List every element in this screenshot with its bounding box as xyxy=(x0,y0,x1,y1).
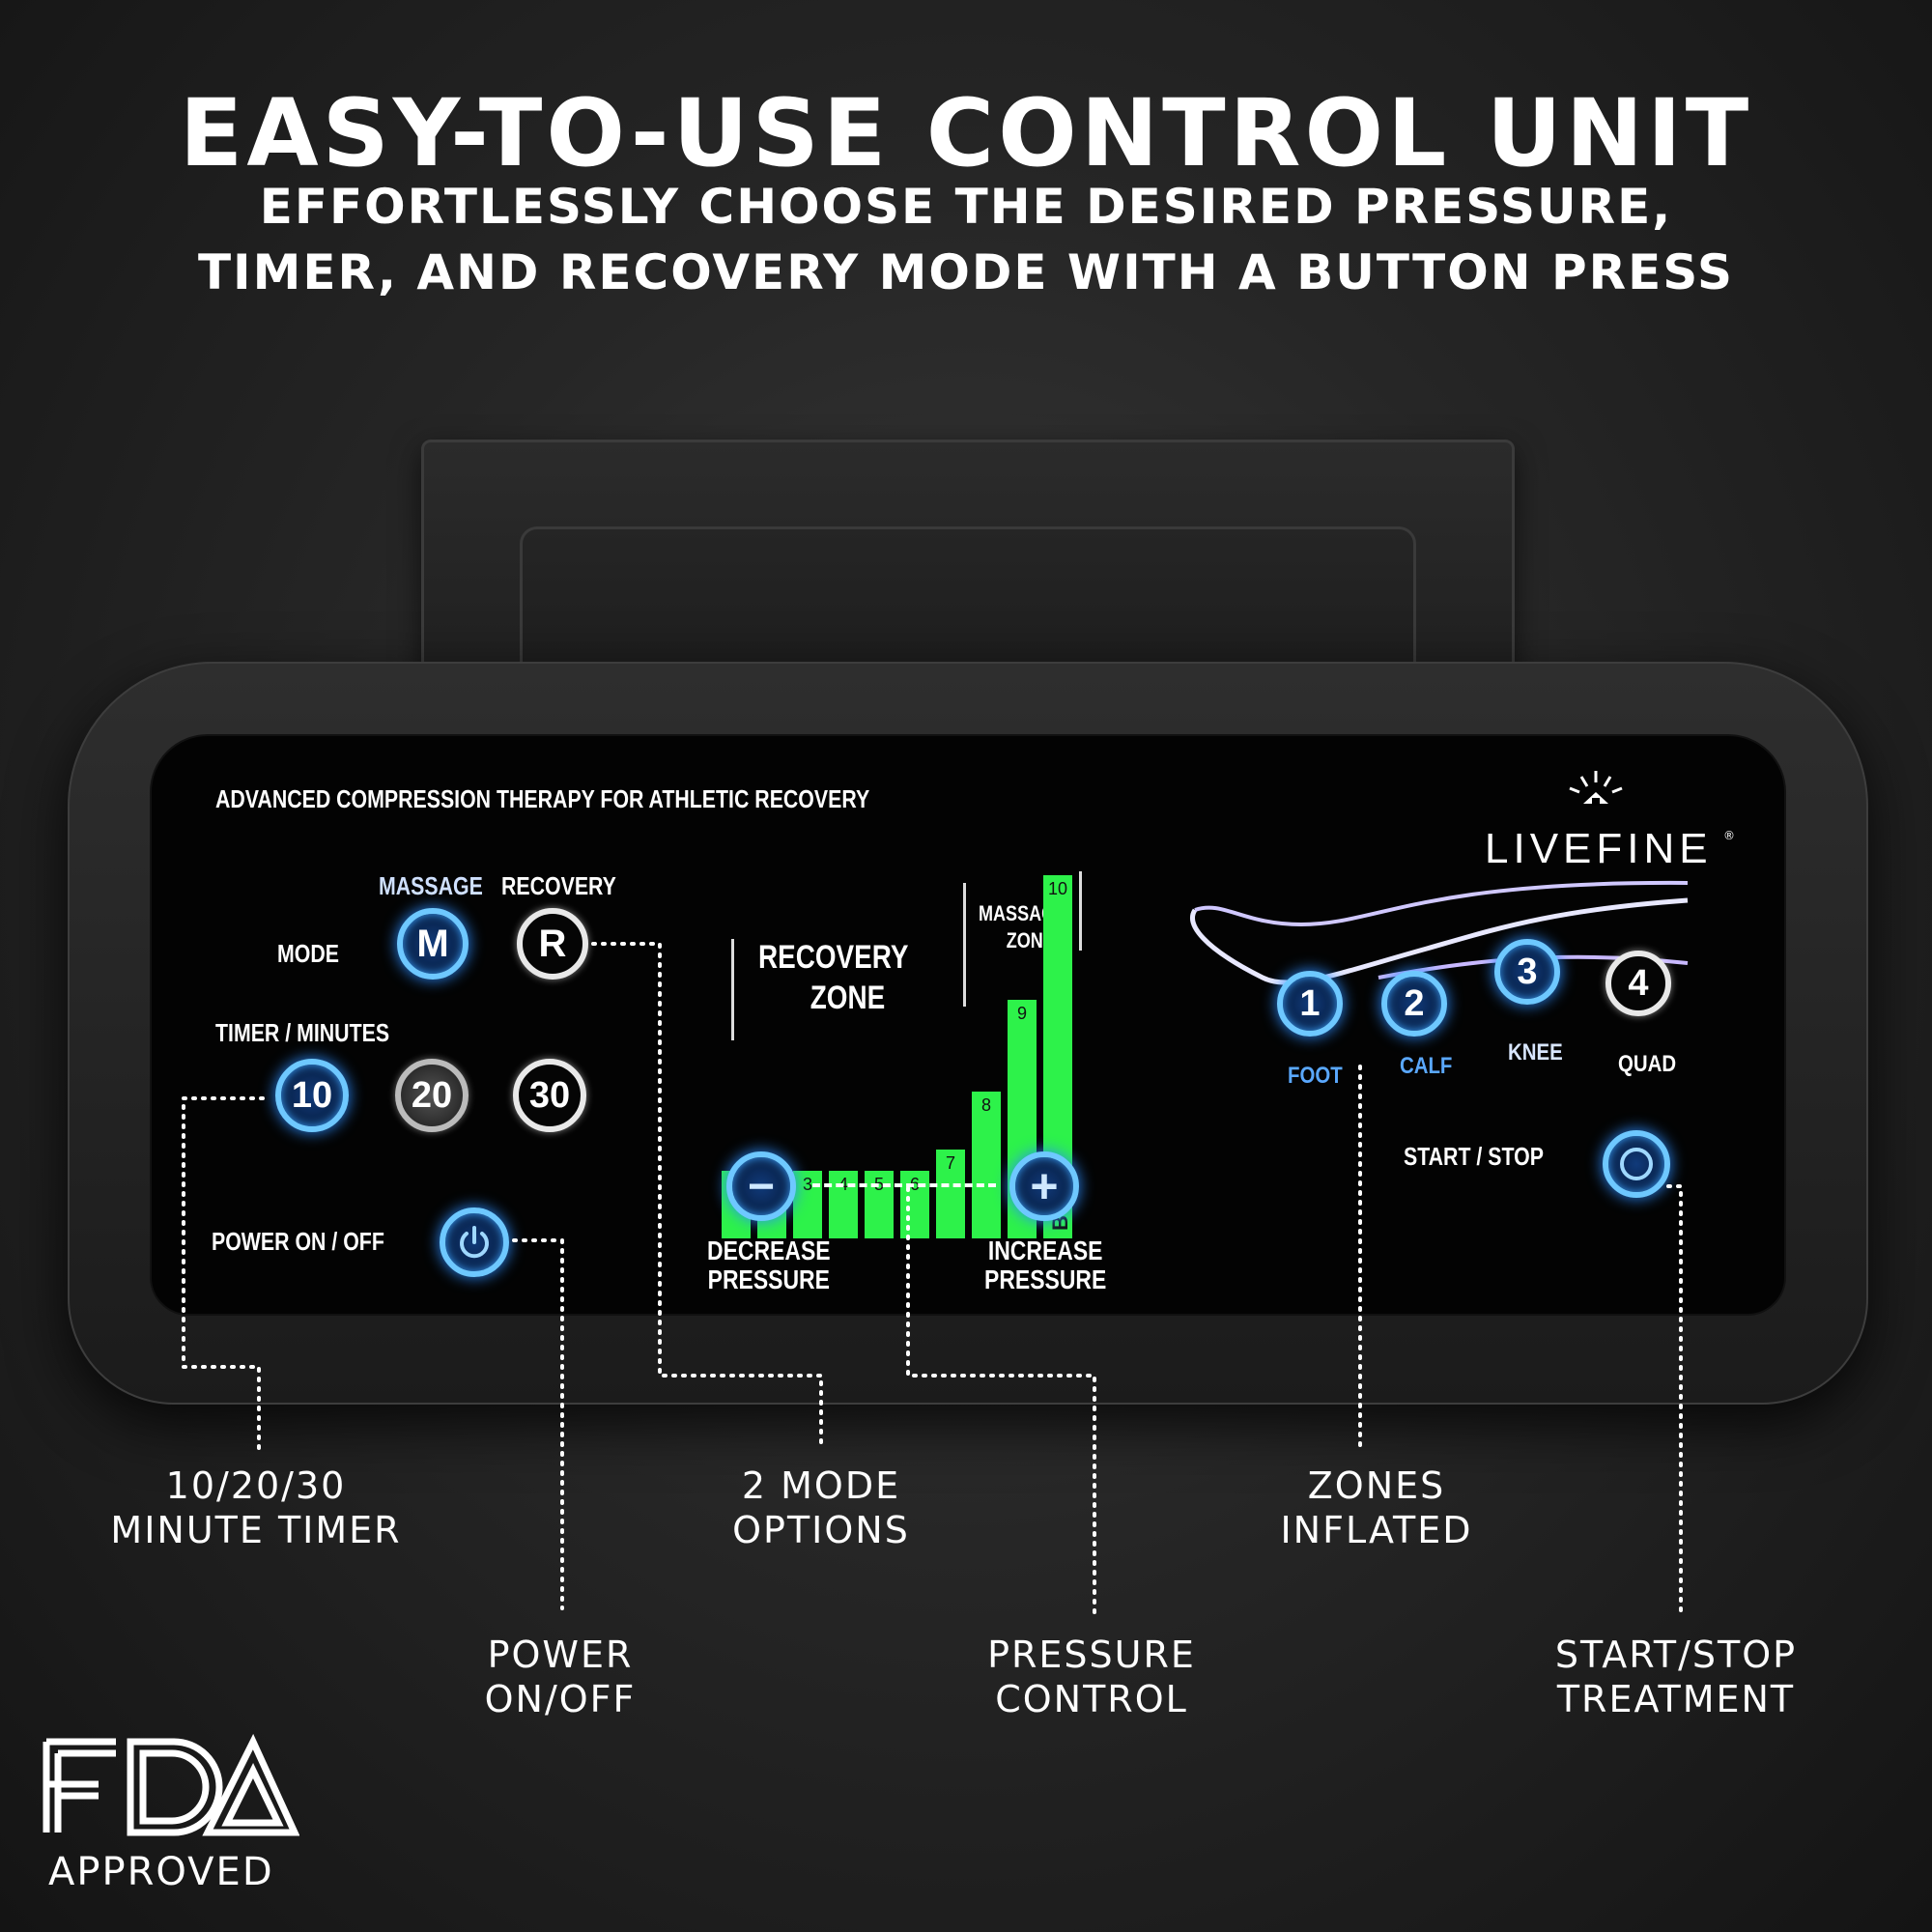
power-icon xyxy=(460,1226,489,1259)
decrease-pressure-label: DECREASE PRESSURE xyxy=(707,1236,831,1294)
plus-icon: + xyxy=(1030,1159,1059,1213)
recovery-label: RECOVERY xyxy=(501,871,616,900)
pressure-level-number: 8 xyxy=(980,1094,991,1115)
fda-approved-label: APPROVED xyxy=(48,1850,274,1894)
timer-label: TIMER / MINUTES xyxy=(215,1018,390,1047)
minus-icon: − xyxy=(747,1160,776,1212)
massage-zone-divider xyxy=(963,883,966,1007)
pressure-connector-line xyxy=(812,1183,996,1187)
increase-pressure-button[interactable]: + xyxy=(1009,1151,1079,1221)
power-button[interactable] xyxy=(440,1208,509,1277)
timer-30-button[interactable]: 30 xyxy=(513,1059,586,1132)
pressure-level-number: 9 xyxy=(1016,1003,1027,1023)
timer-10-button[interactable]: 10 xyxy=(275,1059,349,1132)
fda-logo xyxy=(43,1734,299,1836)
subtitle-line-2: TIMER, AND RECOVERY MODE WITH A BUTTON P… xyxy=(197,244,1735,300)
massage-mode-button[interactable]: M xyxy=(397,908,469,980)
pressure-level-number: 10 xyxy=(1047,878,1068,898)
pressure-level-bar: 7 xyxy=(936,1150,965,1238)
start-stop-label: START / STOP xyxy=(1404,1142,1544,1171)
zone-2-calf-button[interactable]: 2 xyxy=(1381,971,1447,1037)
registered-mark: ® xyxy=(1723,829,1735,842)
page-title: EASY-TO-USE CONTROL UNIT xyxy=(179,79,1753,187)
start-stop-button[interactable] xyxy=(1603,1130,1670,1198)
zone-3-knee-button[interactable]: 3 xyxy=(1494,939,1560,1005)
zone-3-label: KNEE xyxy=(1508,1039,1563,1065)
increase-pressure-label: INCREASE PRESSURE xyxy=(984,1236,1107,1294)
panel-tagline: ADVANCED COMPRESSION THERAPY FOR ATHLETI… xyxy=(215,784,870,813)
zone-4-label: QUAD xyxy=(1618,1051,1677,1077)
recovery-zone-divider xyxy=(731,939,734,1040)
power-label: POWER ON / OFF xyxy=(212,1227,384,1256)
subtitle-line-1: EFFORTLESSLY CHOOSE THE DESIRED PRESSURE… xyxy=(259,179,1673,235)
decrease-pressure-button[interactable]: − xyxy=(726,1151,796,1221)
timer-20-button[interactable]: 20 xyxy=(395,1059,469,1132)
zone-1-foot-button[interactable]: 1 xyxy=(1277,971,1343,1037)
circle-icon xyxy=(1620,1148,1653,1180)
massage-label: MASSAGE xyxy=(379,871,483,900)
zone-2-label: CALF xyxy=(1400,1053,1453,1079)
pressure-level-meter: 12345678910BOOST xyxy=(722,874,1108,1238)
brand-logo: LIVEFINE xyxy=(1485,825,1713,872)
sunrise-logo-icon xyxy=(1569,771,1623,806)
mode-label: MODE xyxy=(277,939,339,968)
zone-1-label: FOOT xyxy=(1288,1063,1343,1089)
pressure-level-number: 3 xyxy=(802,1175,812,1194)
pressure-level-number: 7 xyxy=(945,1153,955,1173)
zone-4-quad-button[interactable]: 4 xyxy=(1605,951,1671,1016)
pressure-level-bar: 8 xyxy=(972,1091,1001,1238)
pressure-level-bar: 3 xyxy=(793,1171,822,1238)
recovery-mode-button[interactable]: R xyxy=(517,908,588,980)
control-panel: ADVANCED COMPRESSION THERAPY FOR ATHLETI… xyxy=(150,734,1786,1316)
massage-zone-end-divider xyxy=(1079,871,1082,951)
recovery-zone-label: RECOVERY ZONE xyxy=(758,939,909,1016)
